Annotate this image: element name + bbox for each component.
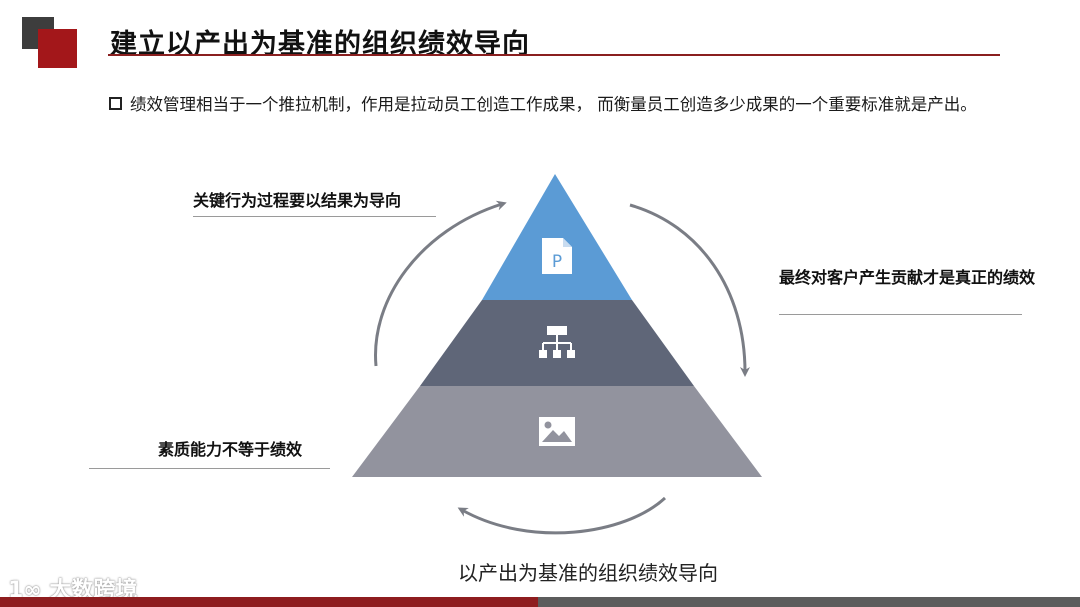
bullet-square-icon: [109, 97, 122, 110]
footer-bar-red: [0, 597, 538, 607]
org-chart-icon: [539, 326, 575, 358]
svg-text:P: P: [552, 252, 562, 272]
pyramid-tier-top: [482, 174, 632, 300]
logo-square-red: [38, 29, 77, 68]
label-underline: [779, 314, 1022, 315]
label-underline: [89, 468, 330, 469]
footer-bar-gray: [538, 597, 1080, 607]
document-icon: P: [542, 238, 572, 274]
image-icon: [539, 417, 575, 446]
title-underline: [108, 54, 1000, 56]
arrow-top-left: [374, 200, 507, 367]
label-process-result: 关键行为过程要以结果为导向: [193, 191, 402, 210]
arrow-bottom: [457, 496, 667, 535]
diagram-caption: 以产出为基准的组织绩效导向: [458, 561, 718, 585]
pyramid-tier-bottom: [352, 386, 762, 477]
label-competence: 素质能力不等于绩效: [158, 440, 303, 459]
pyramid-tier-middle: [420, 300, 694, 386]
label-underline: [193, 216, 436, 217]
label-customer-contribution: 最终对客户产生贡献才是真正的绩效: [779, 268, 1036, 287]
bullet-text: 绩效管理相当于一个推拉机制，作用是拉动员工创造工作成果， 而衡量员工创造多少成果…: [130, 95, 977, 114]
arrow-top-right: [629, 203, 750, 377]
